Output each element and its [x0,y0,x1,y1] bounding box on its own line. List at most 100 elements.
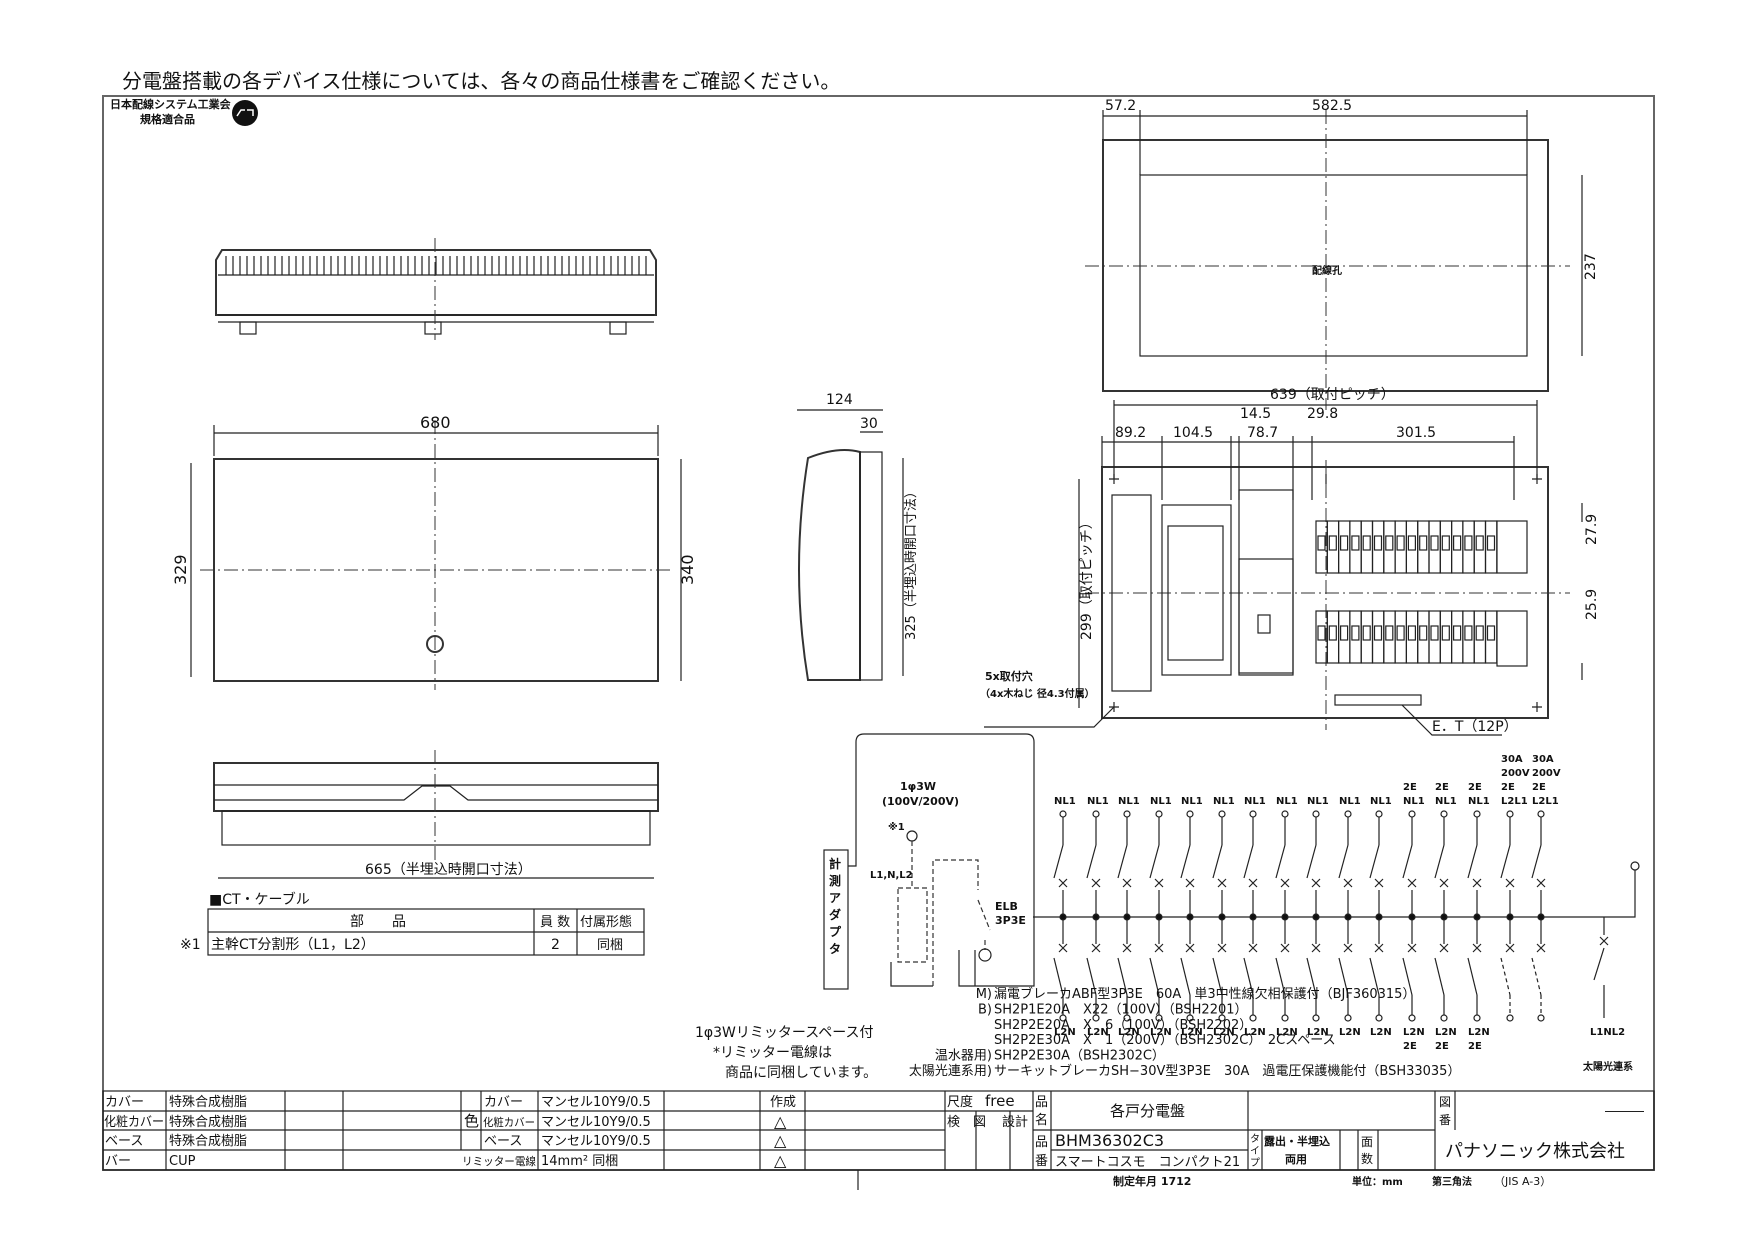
dim-d5: 29.8 [1307,406,1338,422]
meter-adapter-box [823,849,849,990]
spec-line: SH2P2E30A（BSH2302C） [994,1049,1165,1064]
supply-note: ※1 [888,821,905,833]
color-part: 化粧カバー [483,1115,535,1129]
spec-prefix: 温水器用) [935,1049,992,1064]
type-value-2: 両用 [1285,1153,1307,1166]
branch-top-label: NL1 [1181,796,1203,807]
dim-d3: 14.5 [1240,406,1271,422]
spec-line: SH2P1E20A X22（100V）（BSH2201） [994,1002,1248,1017]
material-part: バー [105,1154,131,1169]
spec-line: SH2P2E20A X 6（100V）（BSH2202） [994,1018,1252,1033]
branch-top-label: 2E [1403,782,1417,793]
adapter-label: 計測アダプタ [829,856,842,956]
spec-prefix: B) [978,1002,992,1017]
branch-top-label: NL1 [1370,796,1392,807]
dim-r2: 25.9 [1584,589,1600,620]
dim-bottom-width: 665（半埋込時開口寸法） [365,862,532,878]
dim-depth: 124 [826,392,853,408]
holes-sublabel: （4x木ねじ 径4.3付属） [980,687,1095,700]
branch-bottom-label: L2N [1118,1027,1140,1038]
dim-height-left: 329 [171,554,190,585]
design-label: 設計 [1002,1114,1028,1130]
material-value: 特殊合成樹脂 [169,1115,247,1130]
front-view: 680 329 340 [171,413,697,690]
dim-d1: 89.2 [1115,425,1146,441]
spec-line: SH2P2E30A X 1（200V）（BSH2302C） 2Cスペース [994,1033,1336,1048]
projection-label: 第三角法 [1432,1175,1472,1188]
branch-bottom-label: 2E [1468,1041,1482,1052]
product-name: 各戸分電盤 [1110,1102,1185,1120]
controller-unit [1111,494,1152,692]
branch-top-label: NL1 [1339,796,1361,807]
branch-bottom-label: L2N [1307,1027,1329,1038]
row-mark: ※1 [180,937,201,953]
limiter-note-2: *リミッター電線は [713,1045,832,1061]
dim-d2: 104.5 [1173,425,1213,441]
material-part: カバー [105,1095,144,1110]
branch-top-label: 200V [1501,768,1530,779]
branch-top-label: NL1 [1435,796,1457,807]
limiter-note-1: 1φ3Wリミッタースペース付 [695,1025,874,1041]
scale-value: free [985,1092,1015,1110]
et-label: E．T（12P） [1432,719,1518,735]
earth-terminal [1334,694,1422,706]
branch-top-label: 2E [1532,782,1546,793]
drawing-frame [102,95,1655,1171]
limiter-note-3: 商品に同梱しています。 [725,1065,877,1081]
dim-hole-height: 237 [1583,253,1599,280]
branch-top-label: 2E [1435,782,1449,793]
branch-top-label: 200V [1532,768,1561,779]
branch-top-label: 30A [1532,754,1554,765]
revision-mark: △ [774,1131,787,1150]
dim-pitch-width: 639（取付ピッチ） [1270,387,1395,403]
branch-bottom-label: L2N [1370,1027,1392,1038]
branch-top-label: NL1 [1054,796,1076,807]
supply-type: 1φ3W [900,780,936,793]
row-form: 同梱 [597,938,623,953]
established-date: 制定年月 1712 [1113,1174,1191,1188]
type-label: タイプ [1250,1133,1260,1169]
branch-top-label: NL1 [1468,796,1490,807]
type-value: 露出・半埋込 [1264,1134,1330,1148]
dim-height-right: 340 [678,554,697,585]
branch-bottom-label: L2N [1435,1027,1457,1038]
name-label: 品名 [1035,1095,1048,1128]
rear-view: 57.2 582.5 237 配線孔 [1085,98,1599,410]
top-view [215,238,657,340]
branch-top-label: NL1 [1213,796,1235,807]
wiring-schematic: 計測アダプタ 1φ3W (100V/200V) ※1 L1,N,L2 ELB 3… [823,733,1640,1073]
branch-bottom-label: L2N [1244,1027,1266,1038]
material-value: 特殊合成樹脂 [169,1134,247,1149]
phases-label: L1,N,L2 [870,870,913,881]
revision-mark: △ [774,1112,787,1131]
company-name: パナソニック株式会社 [1445,1141,1625,1162]
branch-bottom-label: L2N [1403,1027,1425,1038]
col-part: 部 品 [350,914,406,930]
notice-text: 分電盤搭載の各デバイス仕様については、各々の商品仕様書をご確認ください。 [122,69,840,93]
branch-top-label: NL1 [1118,796,1140,807]
limiter-label: リミッター電線 [462,1154,536,1168]
device-specs: M)漏電ブレーカABF型3P3E 60A 単3中性線欠相保護付（BJF36031… [909,986,1461,1079]
color-value: マンセル10Y9/0.5 [541,1095,651,1110]
standard-label: （JIS A-3） [1494,1175,1551,1188]
color-part: カバー [484,1095,523,1110]
ct-cable-table: ■CT・ケーブル 部 品 員 数 付属形態 ※1 主幹CT分割形（L1，L2） … [180,891,645,956]
row-qty: 2 [551,937,560,953]
jw-mark-icon [232,100,258,126]
col-form: 付属形態 [580,914,632,930]
material-value: 特殊合成樹脂 [169,1095,247,1110]
title-block: カバー 特殊合成樹脂 化粧カバー 特殊合成樹脂 ベース 特殊合成樹脂 バー CU… [102,1090,1655,1190]
dim-side-height: 325（半埋込時開口寸法） [904,485,919,640]
solar-terminal-label: L1NL2 [1590,1027,1625,1038]
solar-label: 太陽光連系 [1582,1060,1633,1073]
bottom-view: 665（半埋込時開口寸法） [213,750,659,879]
product-number: BHM36302C3 [1055,1131,1164,1150]
